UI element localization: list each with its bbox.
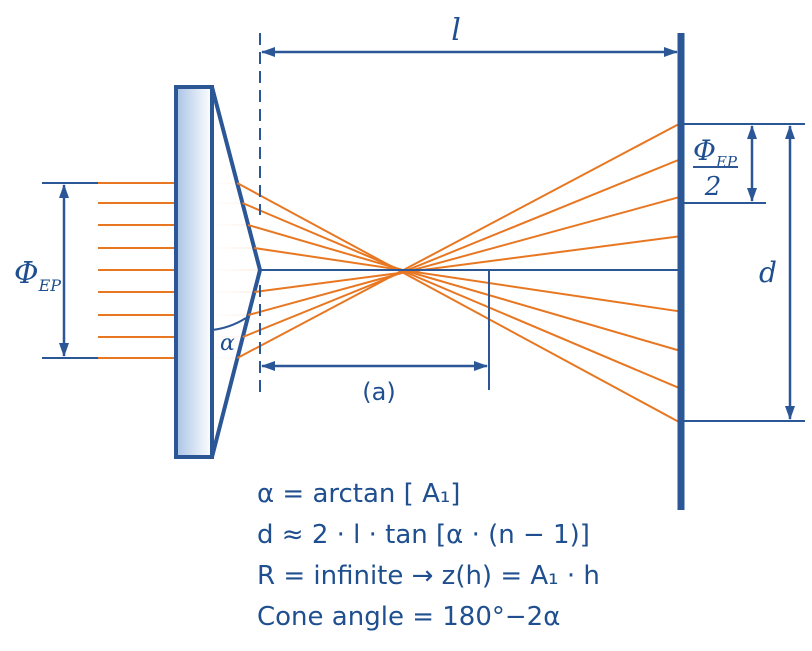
formula-line: d ≈ 2 · l · tan [α · (n − 1)]	[257, 520, 590, 550]
refracted-ray	[254, 235, 680, 293]
refracted-ray	[242, 202, 680, 389]
formula-line: R = infinite → z(h) = A₁ · h	[257, 561, 600, 591]
refracted-ray	[236, 182, 680, 423]
phi-ep-label: ΦEP	[14, 256, 61, 295]
refracted-ray	[254, 247, 680, 313]
formula-line: Cone angle = 180°−2α	[257, 602, 560, 632]
half-phi-numerator: ΦEP	[693, 134, 738, 171]
refracted-rays	[236, 123, 680, 423]
length-label: l	[451, 13, 461, 48]
refracted-ray	[236, 123, 680, 359]
formula-block: α = arctan [ A₁] d ≈ 2 · l · tan [α · (n…	[257, 479, 600, 632]
alpha-label: α	[220, 331, 235, 356]
axicon-cone	[210, 86, 263, 458]
alpha-angle-arc	[211, 317, 247, 331]
glass-plate	[174, 85, 214, 459]
half-phi-denominator: 2	[704, 172, 722, 202]
d-label: d	[759, 256, 777, 289]
refracted-ray	[247, 224, 680, 352]
formula-line: α = arctan [ A₁]	[257, 479, 460, 509]
refracted-ray	[248, 196, 680, 316]
refracted-ray	[242, 158, 680, 338]
a-label: (a)	[362, 378, 395, 406]
